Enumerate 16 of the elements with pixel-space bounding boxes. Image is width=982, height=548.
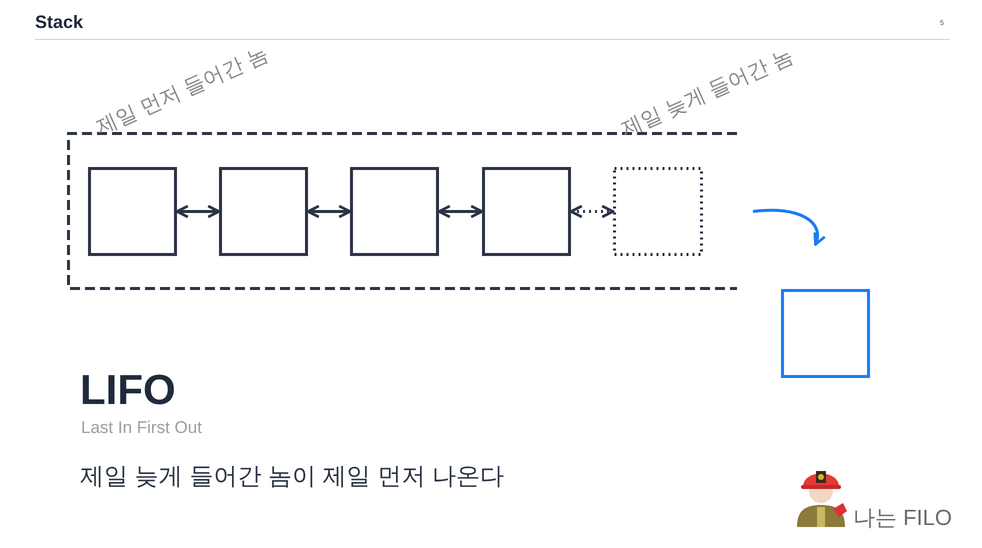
- heading: LIFO: [80, 366, 176, 414]
- arrow: [176, 204, 220, 218]
- arrow: [752, 208, 826, 246]
- stack-box: [219, 167, 308, 256]
- body-text: 제일 늦게 들어간 놈이 제일 먼저 나온다: [80, 462, 504, 492]
- arrow: [570, 204, 614, 218]
- stack-box: [482, 167, 571, 256]
- caption-text: 나는 FILO: [853, 504, 952, 532]
- subheading: Last In First Out: [81, 418, 202, 438]
- stack-box: [781, 289, 870, 378]
- dotted-box: [613, 167, 703, 256]
- stack-box: [350, 167, 439, 256]
- stack-box: [88, 167, 177, 256]
- slide-title: Stack: [35, 11, 84, 33]
- arrow: [306, 204, 352, 218]
- arrow: [438, 204, 484, 218]
